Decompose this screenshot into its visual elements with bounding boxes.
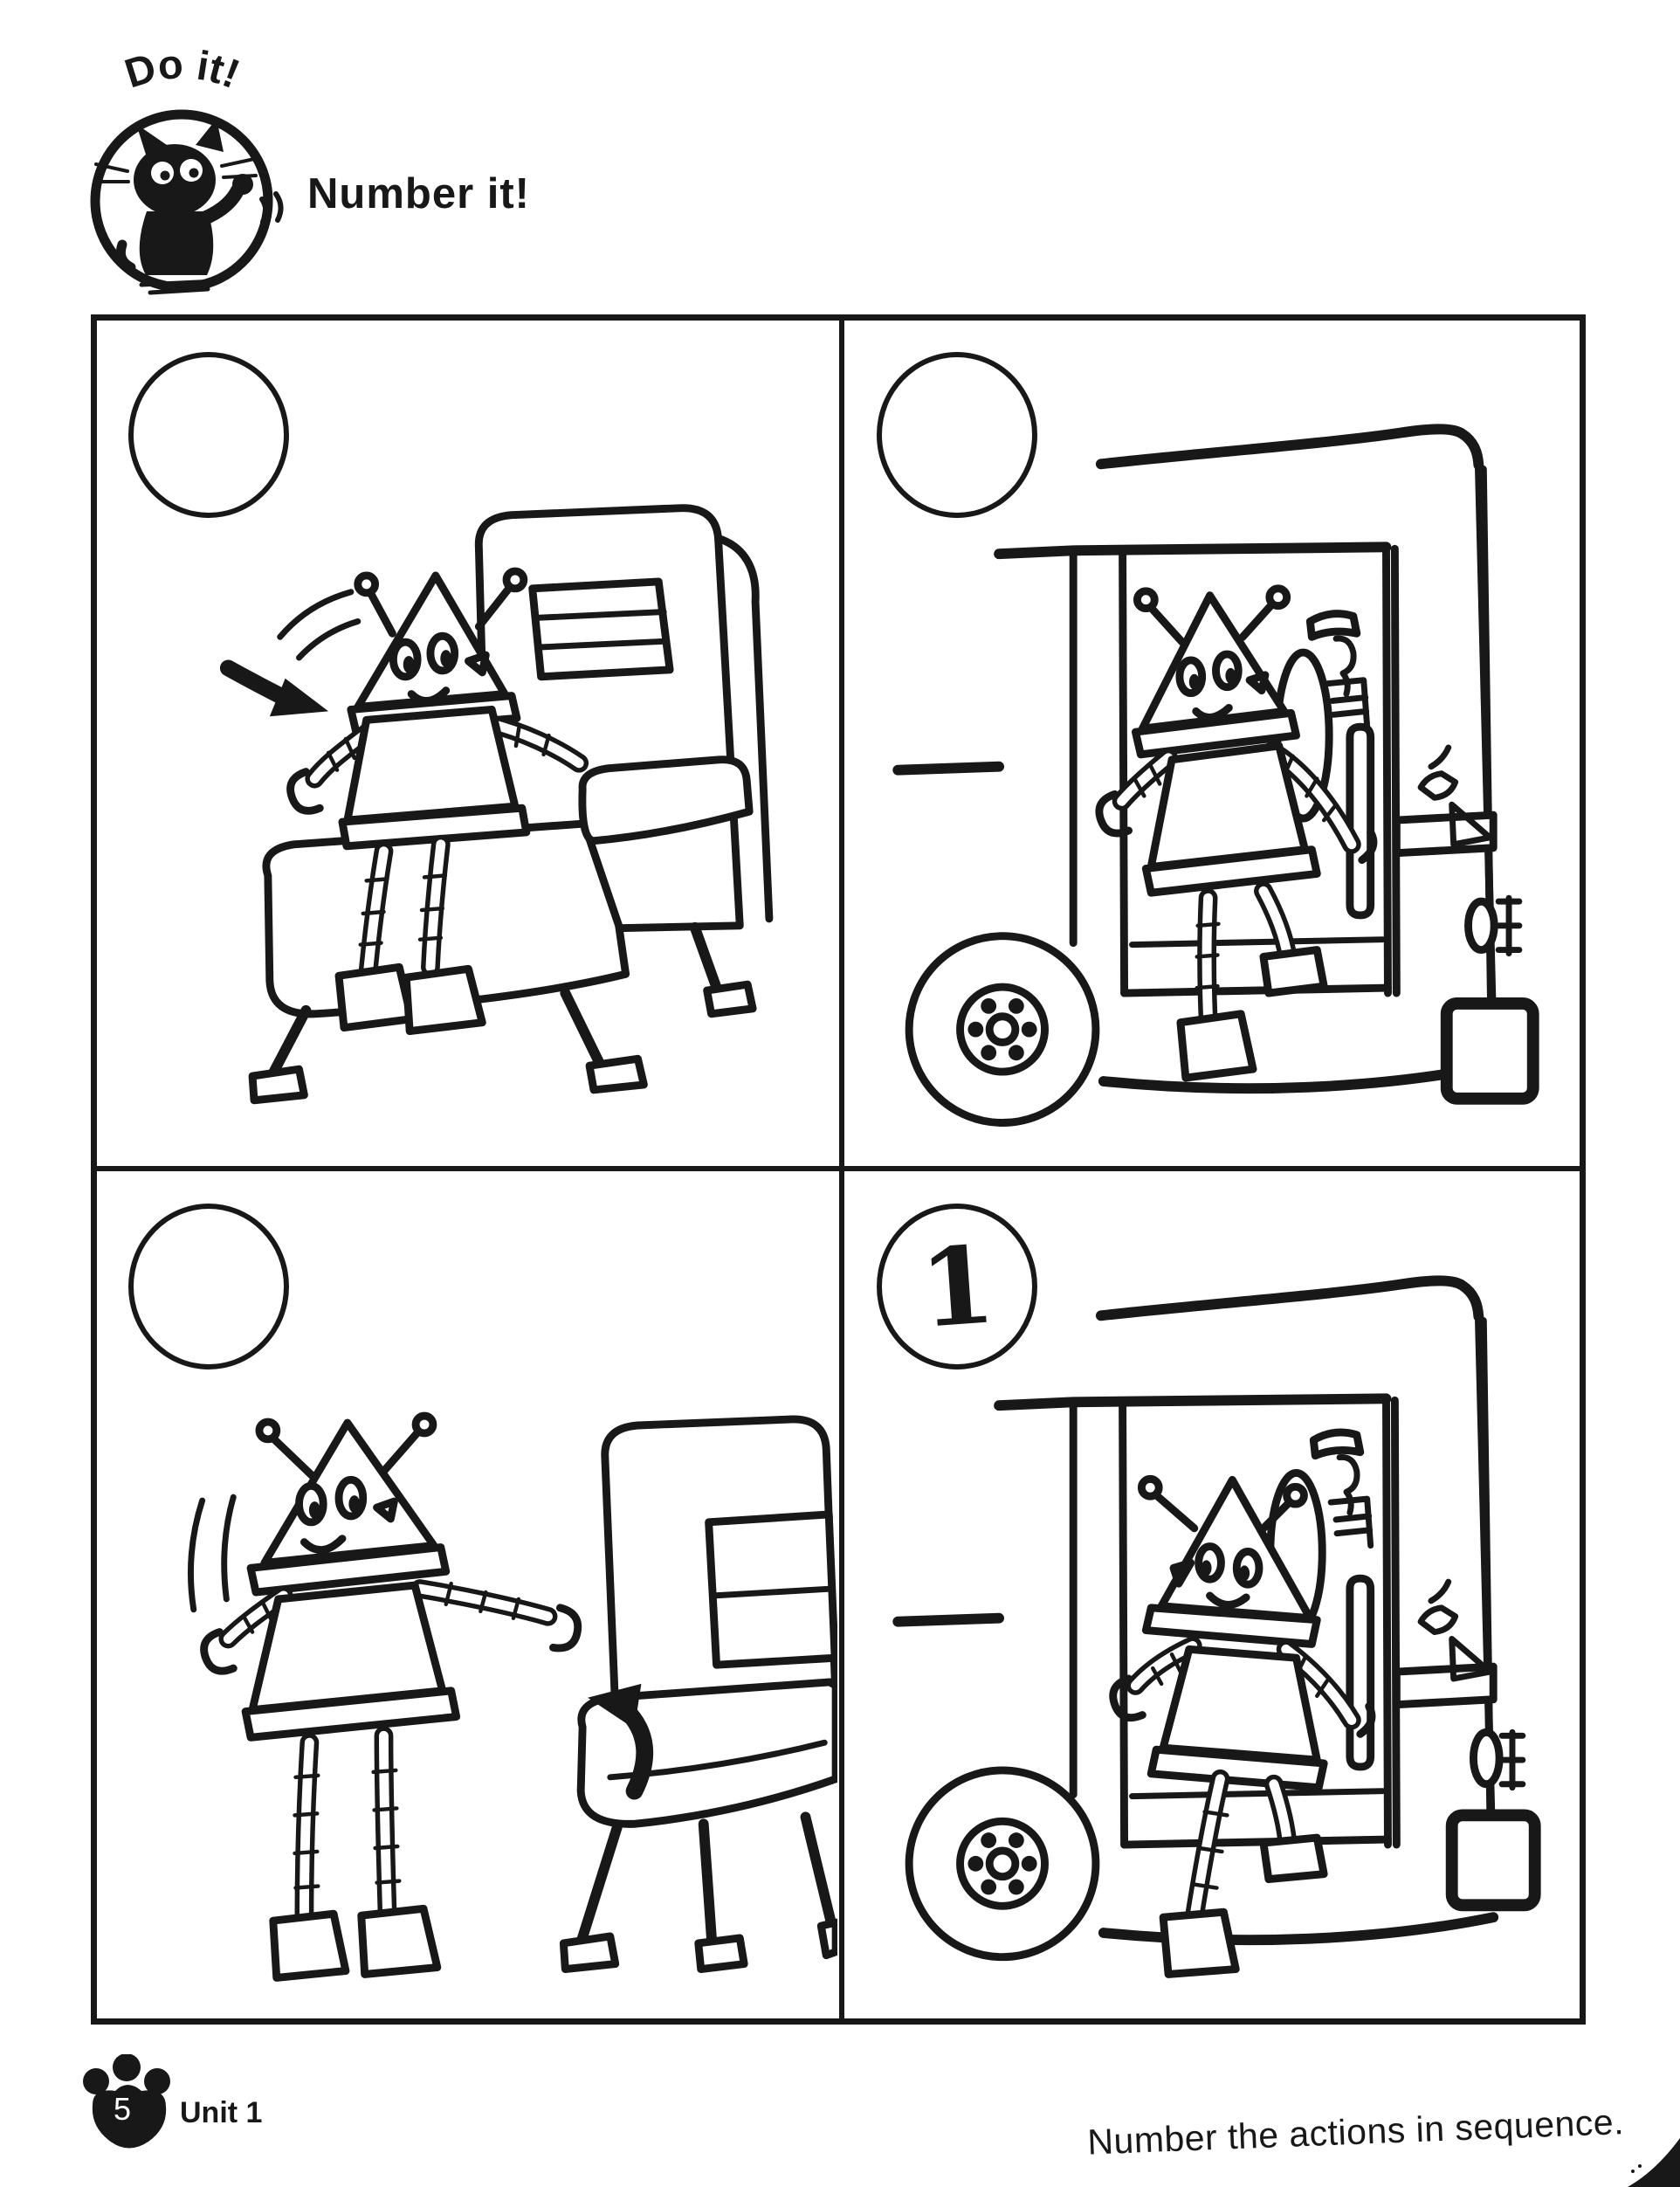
sequence-grid: 1 — [91, 314, 1586, 2025]
paw-print-icon — [83, 2054, 170, 2149]
badge-arc-text: Do it! — [120, 40, 246, 97]
wrench-hand — [286, 768, 324, 815]
sit-arrow-icon — [219, 589, 361, 717]
robot-exiting — [1109, 1474, 1376, 1978]
robot-foot — [402, 964, 486, 1036]
bus-wheel-icon — [905, 932, 1100, 1127]
bus-grille — [1495, 894, 1523, 956]
waving-cat-icon — [94, 119, 284, 295]
chair-seat — [262, 819, 630, 1018]
robot-foot — [1159, 1908, 1240, 1978]
panel-3 — [97, 1172, 837, 2016]
do-it-badge: Do it! — [90, 40, 284, 295]
grid-divider-horizontal — [97, 1166, 1580, 1171]
chair-armrest — [578, 755, 754, 845]
answer-circle-4[interactable]: 1 — [877, 1204, 1037, 1369]
bus-mirror — [1469, 1728, 1504, 1789]
robot-boarding — [1095, 584, 1378, 1082]
robot-standing — [187, 1411, 582, 1982]
grab-rail — [1346, 722, 1375, 920]
chair — [559, 1415, 837, 1974]
robot-foot — [1259, 1833, 1328, 1884]
bus-grille — [1498, 1728, 1526, 1791]
wrench-hand — [200, 1628, 238, 1675]
footer-instruction: Number the actions in sequence. — [1086, 2101, 1625, 2163]
wrench-hand — [1109, 1674, 1146, 1721]
robot-body — [1159, 1645, 1321, 1764]
bus-box — [1445, 1809, 1541, 1912]
page-number: 5 — [113, 2091, 132, 2127]
bus — [892, 1275, 1499, 1946]
robot-body — [343, 705, 520, 824]
chair-headrest — [528, 577, 674, 681]
robot-foot — [269, 1909, 350, 1982]
corner-wedge — [1628, 2138, 1680, 2187]
unit-label: Unit 1 — [180, 2096, 263, 2129]
answer-number-4: 1 — [915, 1221, 999, 1352]
chair-legs — [248, 921, 757, 1105]
wrench-hand — [1095, 790, 1133, 838]
scene-robot-standing-by-chair — [187, 1411, 837, 1982]
scene-robot-sitting-in-armchair — [219, 504, 774, 1105]
panel-4: 1 — [845, 1172, 1586, 2016]
answer-circle-1[interactable] — [128, 352, 289, 518]
robot-body — [1146, 742, 1309, 871]
robot-seated — [286, 567, 589, 1036]
wrench-hand — [549, 1604, 582, 1652]
driver-cap — [1309, 1428, 1365, 1460]
bus-mirror — [1464, 897, 1498, 954]
page-title: Number it! — [307, 170, 530, 217]
bus-wheel-icon — [905, 1766, 1100, 1962]
robot-foot — [334, 962, 416, 1032]
motion-lines — [187, 1494, 237, 1613]
robot-foot — [357, 1904, 442, 1978]
bus-box — [1440, 997, 1539, 1105]
scene-robot-boarding-bus — [892, 424, 1539, 1127]
answer-circle-3[interactable] — [128, 1204, 289, 1369]
panel-1 — [97, 321, 837, 1164]
robot-foot — [1176, 1010, 1257, 1082]
driver-cap — [1305, 610, 1361, 641]
sit-here-arrow-icon — [588, 1683, 654, 1800]
robot-foot — [1259, 946, 1328, 997]
grab-rail — [1346, 1574, 1375, 1771]
scene-robot-stepping-off-bus — [892, 1275, 1541, 1978]
panel-2 — [845, 321, 1586, 1164]
answer-circle-2[interactable] — [877, 352, 1037, 518]
